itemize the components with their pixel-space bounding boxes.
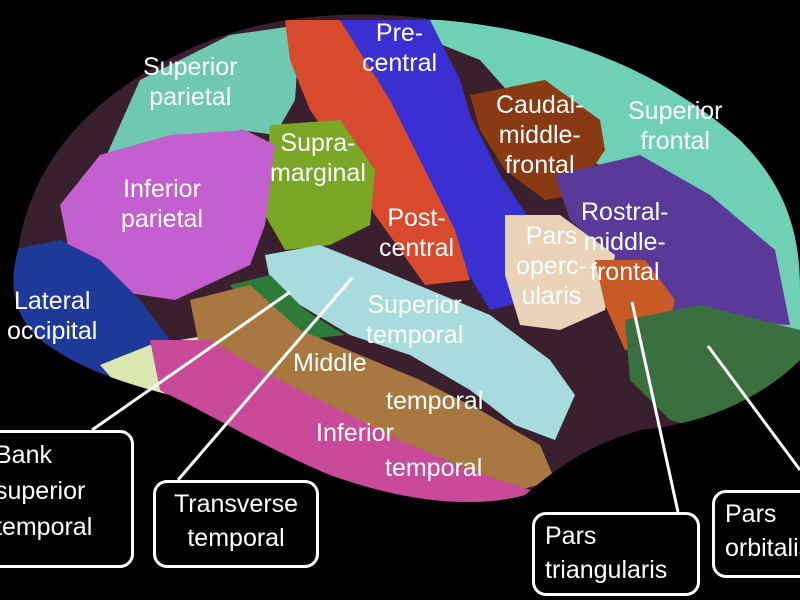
postcentral-label: Post- central (379, 204, 455, 262)
pars-triangularis-leader-line (630, 301, 680, 513)
superior-parietal-label: Superior parietal (143, 53, 238, 111)
pars-triangularis-callout: Pars triangularis (532, 512, 700, 596)
lateral-occipital-label: Lateral occipital (7, 287, 98, 345)
bank-superior-temporal-callout: Bank superior temporal (0, 430, 134, 568)
middle-temporal-region (190, 285, 555, 490)
middle-temporal-label-line2: temporal (386, 387, 484, 415)
supramarginal-label: Supra- marginal (270, 129, 366, 187)
pars-orbitalis-leader-line (706, 345, 800, 471)
postcentral-region (285, 20, 470, 285)
precentral-region (340, 20, 530, 310)
superior-temporal-label: Superior temporal (366, 291, 464, 349)
inferior-parietal-label: Inferior parietal (121, 175, 203, 233)
rostral-middle-frontal-region (555, 155, 790, 325)
inferior-temporal-label-line1: Inferior (316, 419, 394, 447)
bank-superior-temporal-leader-line (91, 290, 291, 432)
middle-temporal-label-line1: Middle (293, 349, 367, 377)
inferior-temporal-label-line2: temporal (385, 454, 483, 482)
transverse-temporal-callout: Transverse temporal (153, 480, 319, 568)
superior-parietal-region (100, 25, 300, 170)
caudal-middle-frontal-label: Caudal- middle- frontal (496, 91, 584, 179)
inferior-parietal-region (60, 130, 275, 300)
pars-orbitalis-callout: Pars orbitalis (712, 490, 800, 578)
caudal-middle-frontal-region (470, 80, 605, 200)
inferior-temporal-region (150, 340, 560, 503)
pars-opercularis-region (505, 215, 615, 330)
precentral-label: Pre- central (362, 19, 438, 77)
transverse-temporal-leader-line (176, 277, 354, 481)
pars-opercularis-label: Pars operc- ularis (516, 222, 587, 310)
rostral-middle-frontal-label: Rostral- middle- frontal (581, 198, 669, 286)
superior-frontal-label: Superior frontal (628, 97, 723, 155)
supramarginal-region (265, 120, 375, 250)
superior-temporal-region (265, 245, 575, 440)
transverse-temporal-region (230, 275, 345, 340)
